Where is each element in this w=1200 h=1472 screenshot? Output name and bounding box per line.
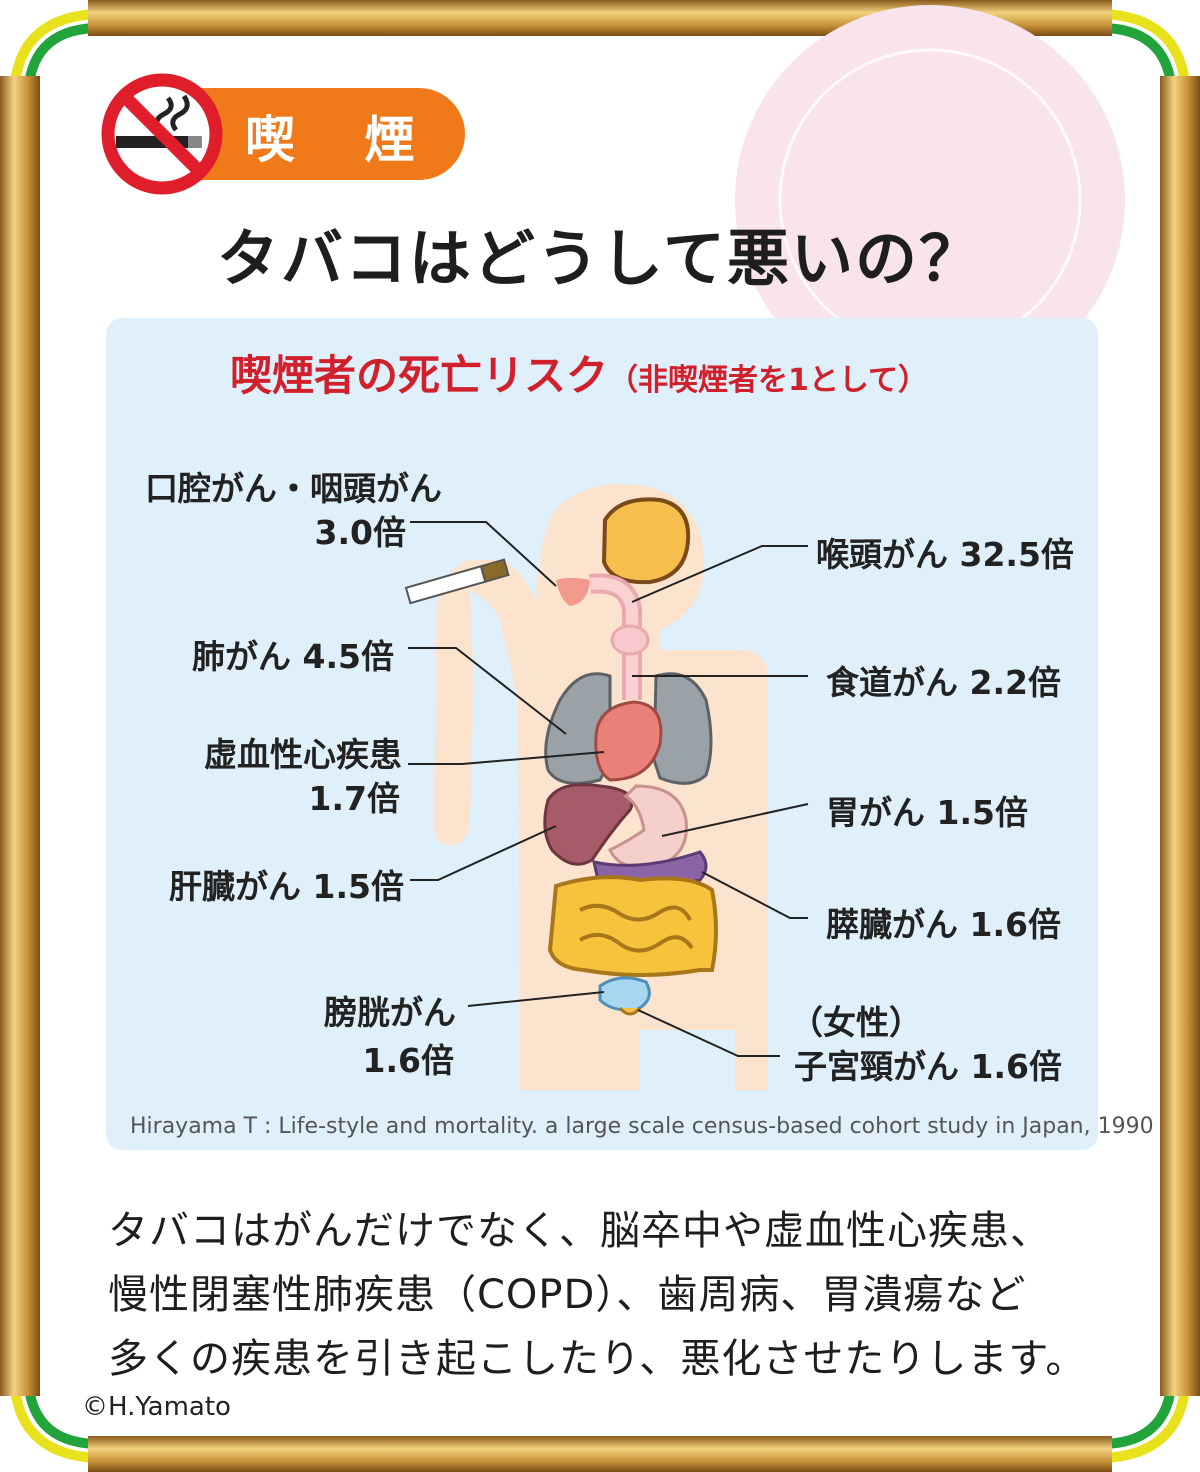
label-heart-disease: 虚血性心疾患 (204, 735, 402, 774)
panel-title: 喫煙者の死亡リスク（非喫煙者を1として） (230, 342, 928, 403)
label-cervix-cancer: 子宮頸がん 1.6倍 (794, 1047, 1062, 1086)
page-title: タバコはどうして悪いの？ (216, 222, 984, 295)
source-citation: Hirayama T : Life-style and mortality. a… (130, 1114, 1154, 1139)
label-oral-cancer: 口腔がん・咽頭がん (145, 469, 442, 508)
label-bladder-cancer: 膀胱がん (324, 993, 456, 1032)
cigarette-icon (404, 558, 510, 605)
label-pancreas-cancer: 膵臓がん 1.6倍 (826, 905, 1061, 944)
label-cervix-note: （女性） (790, 1003, 922, 1042)
label-stomach-cancer: 胃がん 1.5倍 (826, 793, 1028, 832)
label-liver-cancer: 肝臓がん 1.5倍 (169, 867, 404, 906)
body-text-line-2: 慢性閉塞性肺疾患（COPD）、歯周病、胃潰瘍など (108, 1272, 1027, 1318)
copyright: ©H.Yamato (82, 1392, 231, 1422)
label-bladder-cancer-value: 1.6倍 (362, 1041, 454, 1080)
category-tag (200, 88, 465, 180)
panel-title-note: （非喫煙者を1として） (608, 363, 928, 398)
category-tag-label: 喫 煙 (245, 111, 441, 169)
label-esophagus-cancer: 食道がん 2.2倍 (826, 663, 1061, 702)
no-smoking-icon (101, 73, 223, 195)
panel-title-main: 喫煙者の死亡リスク (230, 351, 609, 400)
body-text-line-3: 多くの疾患を引き起こしたり、悪化させたりします。 (108, 1336, 1087, 1382)
body-text-line-1: タバコはがんだけでなく、脳卒中や虚血性心疾患、 (108, 1208, 1051, 1254)
label-larynx-cancer: 喉頭がん 32.5倍 (816, 535, 1074, 574)
label-heart-disease-value: 1.7倍 (308, 779, 400, 818)
label-lung-cancer: 肺がん 4.5倍 (192, 637, 394, 676)
label-oral-cancer-value: 3.0倍 (314, 513, 406, 552)
